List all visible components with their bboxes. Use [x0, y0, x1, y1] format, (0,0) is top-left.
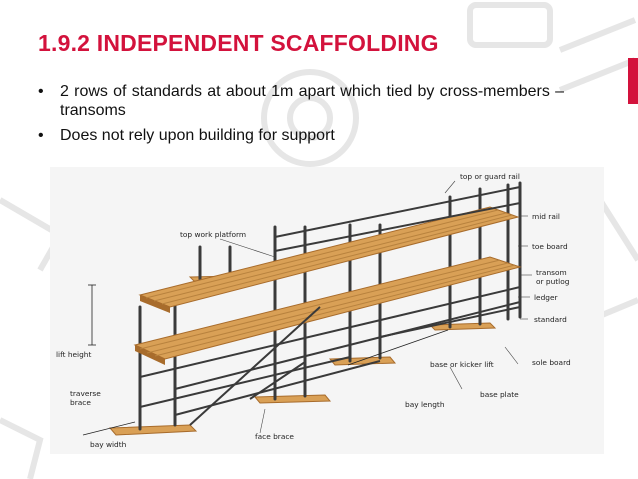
label-ledger: ledger: [534, 293, 559, 302]
lower-platform: [133, 256, 522, 365]
label-or-putlog: or putlog: [536, 277, 570, 286]
bullet-item: • Does not rely upon building for suppor…: [34, 126, 564, 145]
face-brace: [189, 306, 321, 426]
tool-outline-3: [0, 417, 44, 479]
label-toe-board: toe board: [532, 242, 568, 251]
sole-board: [253, 394, 332, 404]
sole-board: [108, 424, 198, 436]
label-base-lift: base or kicker lift: [430, 360, 494, 369]
bullet-icon: •: [38, 127, 44, 144]
bullet-icon: •: [38, 83, 44, 100]
device-outline: [467, 2, 553, 48]
label-base-plate: base plate: [480, 390, 519, 399]
tool-outline: [558, 17, 637, 93]
bullet-item: • 2 rows of standards at about 1m apart …: [34, 82, 564, 120]
ledgers-and-rails: [139, 186, 521, 416]
dimension-lines: [82, 284, 449, 436]
scaffold-diagram: top or guard rail mid rail toe board tra…: [50, 167, 604, 454]
accent-bar: [628, 58, 638, 104]
label-face-brace: face brace: [255, 432, 294, 441]
label-mid-rail: mid rail: [532, 212, 560, 221]
slide-title: 1.9.2 INDEPENDENT SCAFFOLDING: [38, 30, 439, 56]
label-traverse: traverse: [70, 389, 101, 398]
label-standard: standard: [534, 315, 567, 324]
label-bay-length: bay length: [405, 400, 445, 409]
gear-hub: [287, 95, 333, 141]
label-transom: transom: [536, 268, 567, 277]
sole-board: [328, 356, 397, 366]
scaffold-illustration: top or guard rail mid rail toe board tra…: [56, 172, 571, 449]
bullet-text: Does not rely upon building for support: [60, 127, 335, 144]
label-top-rail: top or guard rail: [460, 172, 520, 181]
label-top-work-platform: top work platform: [180, 230, 246, 239]
leader-lines: [219, 180, 532, 434]
label-bay-width: bay width: [90, 440, 127, 449]
label-brace: brace: [70, 398, 91, 407]
bullet-list: • 2 rows of standards at about 1m apart …: [34, 82, 564, 151]
label-lift-height: lift height: [56, 350, 91, 359]
gear-outline: [261, 69, 359, 167]
upper-platform: [138, 206, 520, 313]
label-sole-board: sole board: [532, 358, 571, 367]
bullet-text: 2 rows of standards at about 1m apart wh…: [60, 83, 564, 119]
